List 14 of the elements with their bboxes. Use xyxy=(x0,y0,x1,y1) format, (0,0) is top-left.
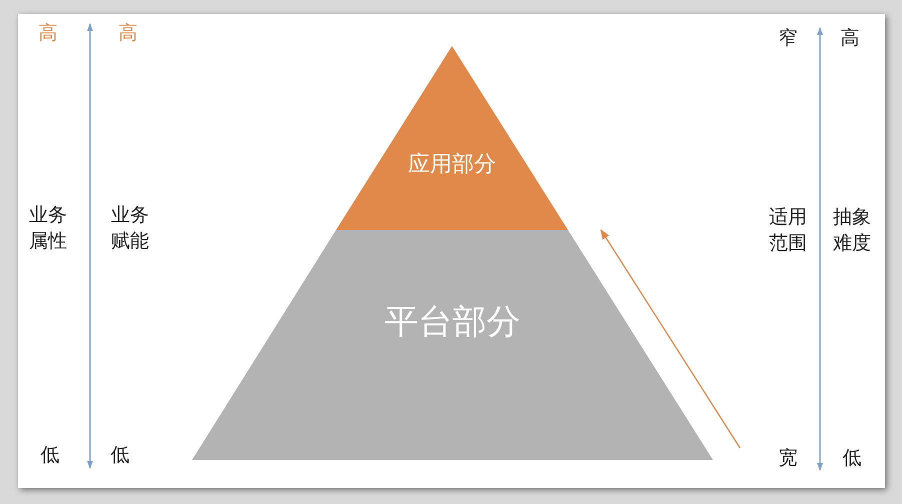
axis-title: 适用范围 xyxy=(768,205,808,256)
axis-title: 业务赋能 xyxy=(110,203,150,254)
scale-label: 高 xyxy=(840,26,860,51)
scale-label: 高 xyxy=(38,21,58,46)
scale-label: 窄 xyxy=(778,26,798,51)
section-label: 平台部分 xyxy=(384,301,520,344)
scale-label: 低 xyxy=(842,446,862,471)
section-label: 应用部分 xyxy=(408,151,496,179)
scale-label: 宽 xyxy=(778,446,798,471)
axis-title: 抽象难度 xyxy=(832,205,872,256)
scale-label: 低 xyxy=(40,443,60,468)
scale-label: 低 xyxy=(110,443,130,468)
axis-title: 业务属性 xyxy=(28,203,68,254)
scale-label: 高 xyxy=(118,21,138,46)
